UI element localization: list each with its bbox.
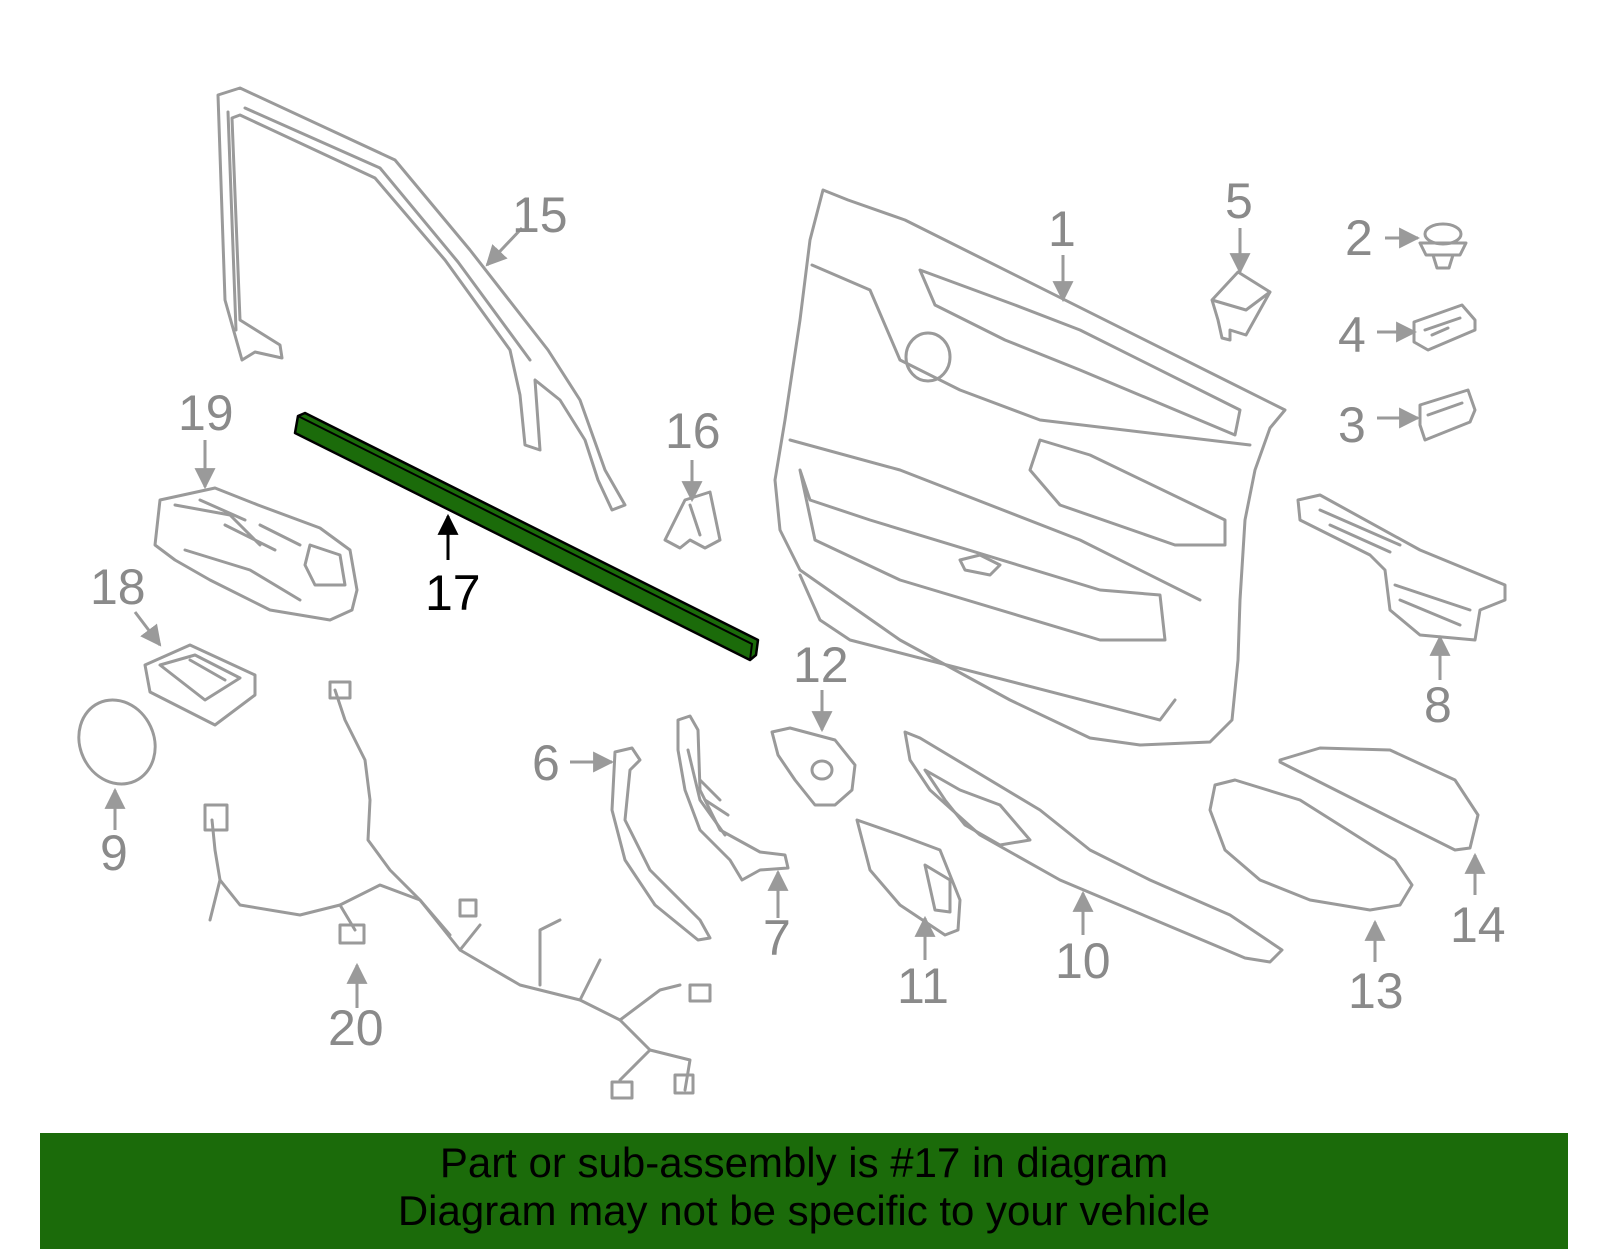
- part-6-pull-handle-trim: [610, 746, 712, 942]
- banner-line-part-reference: Part or sub-assembly is #17 in diagram: [439, 1139, 1169, 1186]
- part-4-bezel: [1412, 303, 1477, 352]
- leader-lines: [104, 226, 1486, 1008]
- part-13-armrest-pad: [1208, 778, 1414, 912]
- callout-16: 16: [665, 403, 721, 459]
- banner-line-disclaimer: Diagram may not be specific to your vehi…: [397, 1187, 1211, 1234]
- callout-11: 11: [897, 958, 949, 1014]
- info-banner: Part or sub-assembly is #17 in diagram D…: [40, 1133, 1568, 1249]
- callout-15: 15: [512, 187, 568, 243]
- callout-9: 9: [100, 825, 128, 881]
- callout-7: 7: [763, 910, 791, 966]
- part-7-handle-bracket: [676, 714, 790, 882]
- callout-2: 2: [1345, 210, 1373, 266]
- part-3-bezel: [1418, 388, 1477, 442]
- callout-12: 12: [793, 637, 849, 693]
- callout-4: 4: [1338, 307, 1366, 363]
- callout-13: 13: [1348, 963, 1404, 1019]
- part-19-window-switch-pack: [153, 486, 359, 622]
- callout-20: 20: [328, 1000, 384, 1056]
- callout-10: 10: [1055, 933, 1111, 989]
- callout-3: 3: [1338, 397, 1366, 453]
- callout-numbers: 1 2 3 4 5 6 7 8 9 10 11 12 13 14 15 16 1…: [90, 173, 1506, 1056]
- part-17-seal-strip-highlighted: [293, 411, 760, 662]
- callout-5: 5: [1225, 173, 1253, 229]
- part-16-clip: [663, 490, 722, 550]
- part-5-bracket: [1210, 270, 1272, 342]
- callout-8: 8: [1424, 677, 1452, 733]
- part-20-wiring-harness: [203, 680, 712, 1100]
- part-18-switch: [143, 643, 257, 727]
- part-14-armrest-pad: [1278, 746, 1480, 852]
- callout-17-highlighted: 17: [425, 565, 481, 621]
- part-12-speaker-cover: [770, 726, 857, 807]
- part-15-window-frame: [216, 86, 627, 512]
- part-9-round-cover: [77, 698, 157, 786]
- callout-14: 14: [1450, 897, 1506, 953]
- part-2-clip: [1418, 222, 1468, 270]
- callout-6: 6: [532, 735, 560, 791]
- part-8-armrest-panel: [1296, 493, 1507, 642]
- callout-19: 19: [178, 385, 234, 441]
- callout-18: 18: [90, 559, 146, 615]
- callout-1: 1: [1048, 201, 1076, 257]
- part-11-switch-bezel: [855, 818, 962, 937]
- part-10-armrest-trim: [903, 730, 1284, 964]
- part-1-door-trim-panel: [773, 188, 1287, 747]
